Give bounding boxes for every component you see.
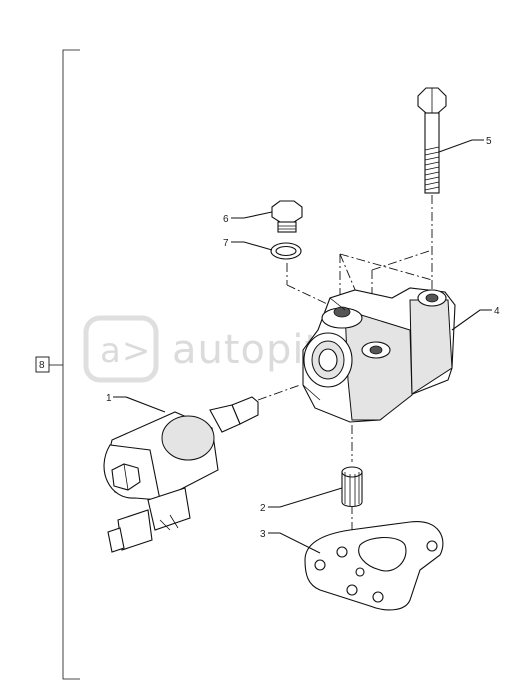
gasket [304, 521, 444, 611]
housing [302, 287, 456, 423]
sleeve [341, 466, 363, 508]
callout-8: 8 [39, 360, 45, 371]
bolt [417, 87, 447, 194]
callout-3: 3 [260, 529, 266, 540]
plug [271, 200, 303, 233]
assembly-bracket: 8 [35, 49, 80, 680]
callout-7: 7 [223, 238, 229, 249]
callout-5: 5 [486, 136, 492, 147]
watermark-logo-icon [83, 315, 159, 383]
washer [270, 242, 302, 260]
callout-box-8 [35, 356, 50, 373]
callout-2: 2 [260, 503, 266, 514]
solenoid-valve [103, 396, 259, 553]
callout-6: 6 [223, 214, 229, 225]
callout-4: 4 [494, 306, 500, 317]
callout-1: 1 [106, 393, 112, 404]
watermark-logo-glyph: a> [100, 331, 151, 371]
leader-lines [113, 139, 492, 554]
